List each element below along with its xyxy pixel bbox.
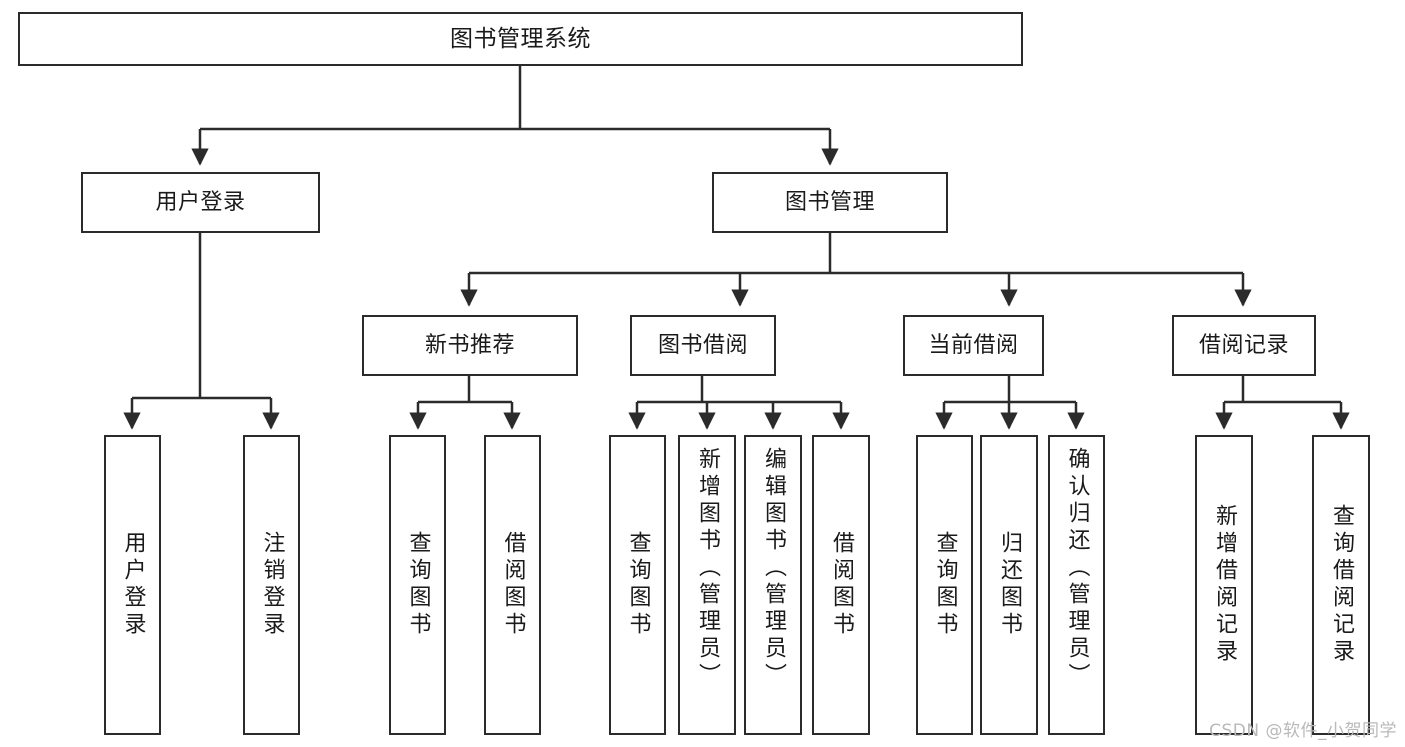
leaf-user-login-label: 用户登录 (120, 531, 146, 639)
csdn-watermark: CSDN @软件_小贺同学 (1209, 721, 1397, 741)
leaf-query-book-borrow-label: 查询图书 (625, 531, 651, 639)
node-book-management[interactable]: 图书管理 (712, 172, 948, 233)
node-user-login[interactable]: 用户登录 (81, 172, 320, 233)
leaf-return-book-label: 归还图书 (997, 531, 1022, 639)
node-borrow-records-label: 借阅记录 (1198, 332, 1289, 358)
leaf-add-borrow-record-label: 新增借阅记录 (1212, 504, 1237, 666)
leaf-query-borrow-record-label: 查询借阅记录 (1329, 504, 1354, 666)
leaf-query-book-recommend-label: 查询图书 (405, 531, 431, 639)
leaf-query-borrow-record[interactable]: 查询借阅记录 (1312, 435, 1370, 735)
leaf-logout[interactable]: 注销登录 (243, 435, 300, 735)
leaf-add-book-admin-label: 新增图书（管理员） (695, 447, 720, 690)
leaf-logout-label: 注销登录 (259, 531, 285, 639)
leaf-confirm-return-admin-label: 确认归还（管理员） (1064, 447, 1090, 690)
node-new-book-recommend-label: 新书推荐 (424, 332, 515, 358)
leaf-edit-book-admin-label: 编辑图书（管理员） (761, 447, 786, 690)
leaf-query-book-recommend[interactable]: 查询图书 (389, 435, 446, 735)
leaf-query-book-borrow[interactable]: 查询图书 (609, 435, 666, 735)
leaf-add-book-admin[interactable]: 新增图书（管理员） (678, 435, 736, 735)
leaf-add-borrow-record[interactable]: 新增借阅记录 (1195, 435, 1253, 735)
leaf-confirm-return-admin[interactable]: 确认归还（管理员） (1048, 435, 1105, 735)
leaf-borrow-book-recommend[interactable]: 借阅图书 (484, 435, 541, 735)
node-root-system[interactable]: 图书管理系统 (18, 12, 1023, 66)
node-new-book-recommend[interactable]: 新书推荐 (362, 315, 578, 376)
leaf-edit-book-admin[interactable]: 编辑图书（管理员） (744, 435, 802, 735)
leaf-borrow-book[interactable]: 借阅图书 (812, 435, 870, 735)
node-borrow-records[interactable]: 借阅记录 (1172, 315, 1316, 376)
leaf-return-book[interactable]: 归还图书 (980, 435, 1038, 735)
node-current-borrow-label: 当前借阅 (928, 332, 1019, 358)
node-book-borrow[interactable]: 图书借阅 (630, 315, 776, 376)
leaf-borrow-book-recommend-label: 借阅图书 (500, 531, 526, 639)
node-book-management-label: 图书管理 (784, 189, 875, 215)
leaf-borrow-book-label: 借阅图书 (829, 531, 854, 639)
node-root-system-label: 图书管理系统 (450, 25, 591, 52)
leaf-query-book-current[interactable]: 查询图书 (916, 435, 973, 735)
node-user-login-label: 用户登录 (155, 189, 246, 215)
node-current-borrow[interactable]: 当前借阅 (903, 315, 1044, 376)
leaf-user-login[interactable]: 用户登录 (104, 435, 161, 735)
leaf-query-book-current-label: 查询图书 (932, 531, 958, 639)
node-book-borrow-label: 图书借阅 (657, 332, 748, 358)
